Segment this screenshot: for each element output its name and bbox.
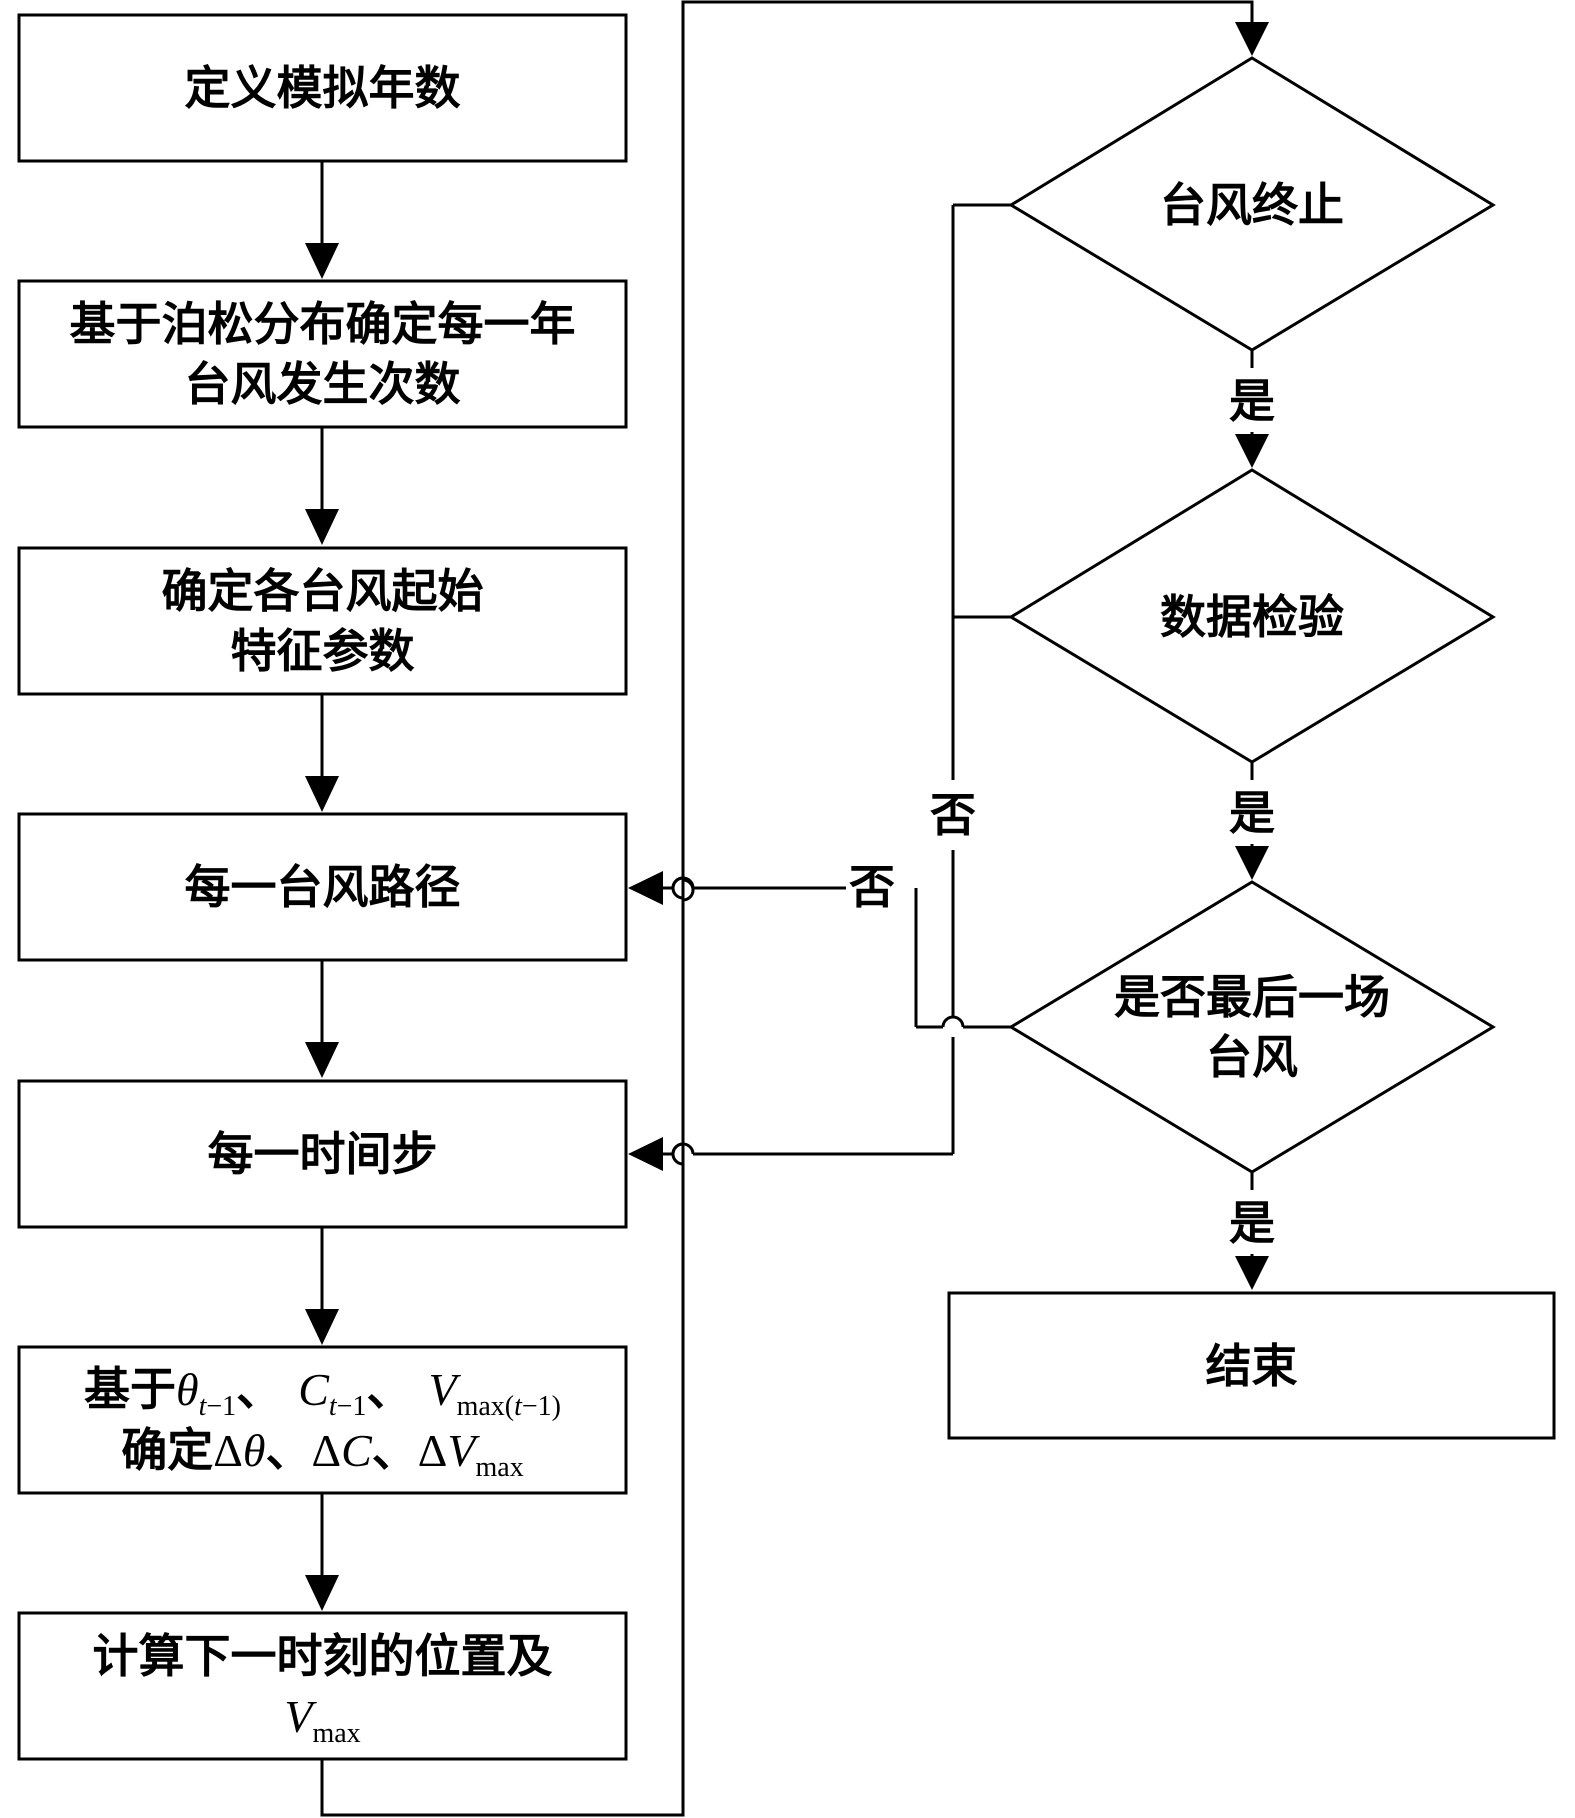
each-track-label: 每一台风路径: [184, 860, 461, 914]
yes-label-3: 是: [1229, 1196, 1275, 1250]
last-typhoon-text: 是否最后一场 台风: [1041, 962, 1463, 1092]
box-initial-params: [17, 546, 628, 696]
end-label: 结束: [1205, 1338, 1298, 1393]
no-branch-vertical: [663, 203, 1011, 1156]
next-position-line1: 计算下一时刻的位置及: [92, 1628, 553, 1683]
no-branch-horizontal: [663, 876, 1011, 1029]
each-track-text: 每一台风路径: [19, 814, 626, 960]
increments-line2: 确定Δθ、ΔC、ΔVmax: [121, 1423, 524, 1483]
arrow-into-each-step: [628, 1137, 663, 1171]
box-poisson: [17, 279, 628, 429]
initial-params-label-line2: 特征参数: [230, 624, 415, 678]
poisson-label-line1: 基于泊松分布确定每一年: [69, 297, 576, 351]
poisson-label-line2: 台风发生次数: [184, 357, 461, 411]
last-typhoon-label-line2: 台风: [1206, 1030, 1298, 1084]
each-step-text: 每一时间步: [19, 1081, 626, 1227]
arrow-into-terminate: [1235, 22, 1269, 56]
box-each-step: [17, 1079, 628, 1229]
no-label-horizontal: 否: [849, 860, 895, 914]
next-position-line2: Vmax: [284, 1690, 361, 1749]
arrow-into-each-track: [628, 871, 663, 905]
box-define-years: [17, 13, 628, 163]
loop-path: [320, 0, 1254, 1817]
box-each-track: [17, 812, 628, 962]
end-text: 结束: [949, 1293, 1554, 1438]
data-check-text: 数据检验: [1041, 562, 1463, 672]
box-end: [947, 1291, 1556, 1440]
data-check-label: 数据检验: [1160, 590, 1344, 644]
right-arrowheads: [1235, 434, 1269, 1290]
yes-label-1: 是: [1229, 374, 1275, 428]
box-increments: [17, 1345, 628, 1495]
initial-params-label-line1: 确定各台风起始: [161, 564, 484, 618]
terminate-label: 台风终止: [1160, 178, 1344, 232]
define-years-text: 定义模拟年数: [19, 15, 626, 161]
next-position-text: 计算下一时刻的位置及 Vmax: [19, 1613, 626, 1759]
no-label-vertical: 否: [930, 788, 976, 842]
poisson-text: 基于泊松分布确定每一年 台风发生次数: [19, 281, 626, 427]
yes-label-2: 是: [1229, 786, 1275, 840]
define-years-label: 定义模拟年数: [184, 61, 461, 115]
last-typhoon-label-line1: 是否最后一场: [1114, 970, 1390, 1024]
initial-params-text: 确定各台风起始 特征参数: [19, 548, 626, 694]
increments-line1: 基于θt−1、 Ct−1、 Vmax(t−1): [83, 1362, 562, 1422]
left-arrowheads: [305, 243, 339, 1611]
terminate-text: 台风终止: [1041, 150, 1463, 260]
each-step-label: 每一时间步: [207, 1127, 438, 1181]
increments-text: 基于θt−1、 Ct−1、 Vmax(t−1) 确定Δθ、ΔC、ΔVmax: [19, 1347, 626, 1493]
